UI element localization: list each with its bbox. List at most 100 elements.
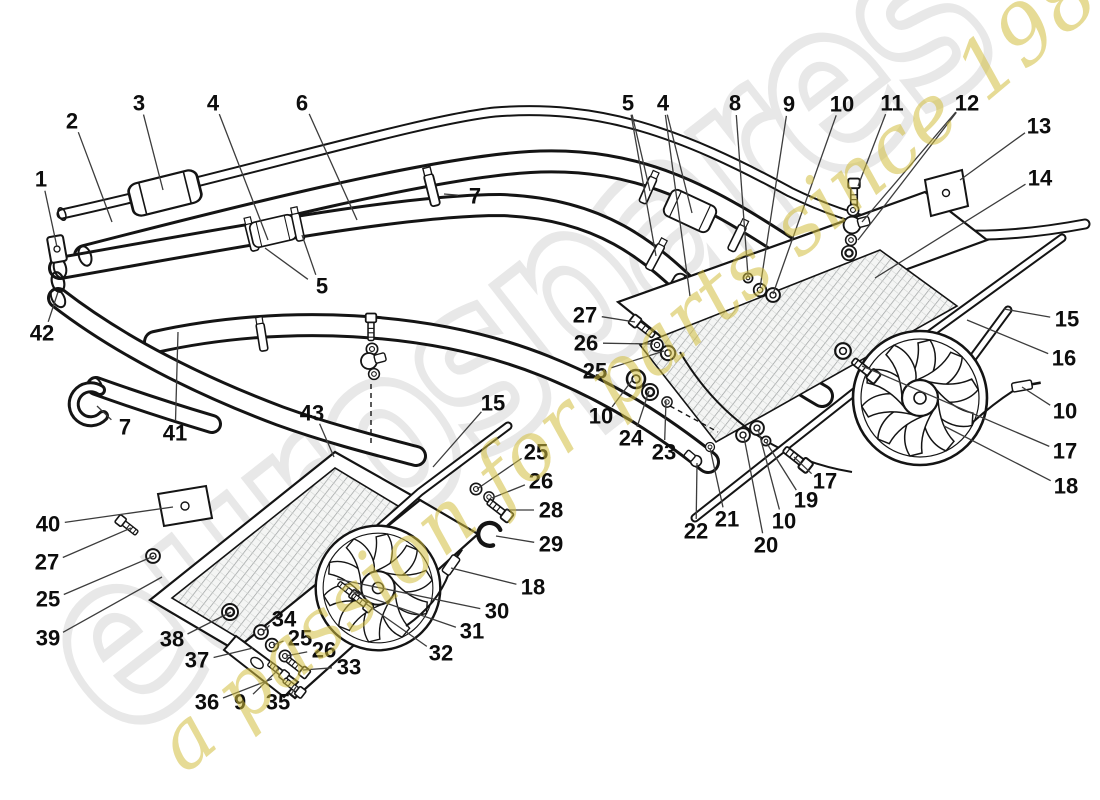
part-number-label: 21 <box>715 507 739 532</box>
leader-line <box>264 247 309 280</box>
leader-line <box>47 291 59 323</box>
leader-line <box>174 331 179 422</box>
leader-line <box>301 234 317 276</box>
part-number-label: 14 <box>1028 166 1053 191</box>
part-number-label: 37 <box>185 648 209 673</box>
cooling-fan-right <box>853 331 987 465</box>
pipe-bracket-1 <box>46 234 68 264</box>
part-number-label: 25 <box>36 587 60 612</box>
leader-line <box>450 567 517 585</box>
leader-line <box>350 590 457 628</box>
leader-line <box>1003 308 1051 318</box>
part-number-label: 2 <box>66 109 78 134</box>
leader-line <box>709 447 724 508</box>
leader-line <box>262 624 270 633</box>
leader-line <box>62 527 132 559</box>
part-number-label: 15 <box>1055 307 1079 332</box>
part-number-label: 34 <box>272 607 297 632</box>
part-number-label: 29 <box>539 532 563 557</box>
leader-line <box>213 647 254 659</box>
part-number-label: 32 <box>429 641 453 666</box>
part-number-label: 8 <box>729 91 741 116</box>
fasteners <box>113 177 883 700</box>
leader-line <box>308 113 358 221</box>
part-number-label: 4 <box>657 91 670 116</box>
leader-line <box>336 578 481 610</box>
part-number-label: 9 <box>234 690 246 715</box>
leader-line <box>611 350 665 369</box>
part-number-label: 1 <box>35 167 47 192</box>
part-number-label: 25 <box>288 626 312 651</box>
part-number-label: 27 <box>573 303 597 328</box>
part-number-label: 40 <box>36 512 60 537</box>
part-number-label: 30 <box>485 599 509 624</box>
part-number-label: 27 <box>35 550 59 575</box>
mounting-plate-40 <box>156 484 214 528</box>
part-number-label: 5 <box>622 91 634 116</box>
leader-line <box>285 651 308 657</box>
part-number-label: 26 <box>312 638 336 663</box>
leader-line <box>631 114 651 192</box>
part-number-label: 26 <box>529 469 553 494</box>
leader-line <box>666 114 693 214</box>
part-number-label: 31 <box>460 619 484 644</box>
leader-line <box>64 506 174 524</box>
leader-line <box>857 113 887 187</box>
part-number-label: 25 <box>524 440 548 465</box>
leader-line <box>695 462 698 520</box>
part-number-label: 10 <box>772 509 796 534</box>
leader-line <box>793 456 813 475</box>
leader-line <box>943 425 1051 482</box>
leader-line <box>63 555 155 596</box>
leader-line <box>302 667 333 671</box>
leader-line <box>218 113 269 241</box>
leader-line <box>874 183 1026 279</box>
leader-line <box>959 132 1026 181</box>
part-number-label: 22 <box>684 519 708 544</box>
leader-line <box>491 484 526 499</box>
part-number-label: 10 <box>1053 399 1077 424</box>
part-number-label: 5 <box>316 274 328 299</box>
part-number-label: 28 <box>539 498 563 523</box>
part-number-label: 25 <box>583 359 607 384</box>
fan-wire-right <box>972 390 1014 423</box>
part-number-label: 35 <box>266 690 290 715</box>
leader-line <box>364 602 428 647</box>
part-number-label: 23 <box>652 440 676 465</box>
leader-line <box>272 640 284 646</box>
part-number-label: 4 <box>207 91 220 116</box>
leader-line <box>772 115 837 295</box>
part-number-label: 41 <box>163 421 187 446</box>
leader-line <box>476 457 522 490</box>
leader-line <box>861 365 1050 447</box>
leader-line <box>432 411 482 468</box>
leader-line <box>222 678 273 699</box>
leader-line <box>735 114 749 277</box>
part-number-label: 18 <box>1054 474 1078 499</box>
part-number-label: 17 <box>813 469 837 494</box>
leader-line <box>636 390 650 428</box>
part-number-label: 10 <box>589 404 613 429</box>
leader-line <box>765 441 797 491</box>
part-number-label: 7 <box>119 415 131 440</box>
radiator-core-right <box>638 249 959 444</box>
part-number-label: 12 <box>955 91 979 116</box>
leader-line <box>187 611 232 635</box>
leader-line <box>602 342 654 345</box>
retaining-clip-42 <box>50 271 66 293</box>
part-number-label: 13 <box>1027 114 1051 139</box>
leader-line <box>77 131 113 223</box>
part-number-label: 33 <box>337 655 361 680</box>
leader-line <box>759 115 788 289</box>
leader-line <box>743 436 764 534</box>
leader-line <box>1021 386 1051 406</box>
mounting-bracket-13 <box>923 168 970 218</box>
part-number-label: 26 <box>574 331 598 356</box>
part-number-label: 6 <box>296 91 308 116</box>
part-number-label: 16 <box>1052 346 1076 371</box>
part-number-label: 20 <box>754 533 778 558</box>
part-number-label: 18 <box>521 575 545 600</box>
leader-line <box>290 686 297 695</box>
leader-line <box>664 400 667 441</box>
